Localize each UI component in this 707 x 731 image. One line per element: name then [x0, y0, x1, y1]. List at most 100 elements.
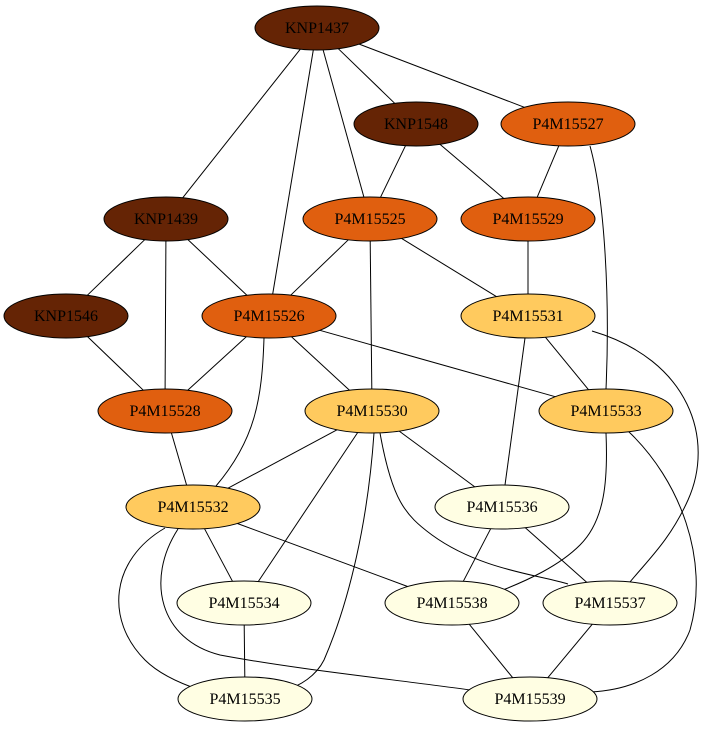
edge-knp1437-p4m15526 [272, 49, 314, 295]
node-shape [538, 388, 674, 434]
node-p4m15534: P4M15534 [176, 580, 312, 626]
node-label: KNP1439 [134, 211, 198, 228]
edge-p4m15530-p4m15535 [284, 432, 375, 691]
edge-knp1439-p4m15528 [164, 240, 167, 390]
node-p4m15537: P4M15537 [542, 580, 678, 626]
edge-p4m15530-p4m15537 [379, 432, 569, 585]
edge-p4m15532-p4m15538 [237, 523, 408, 587]
edge-p4m15537-p4m15539 [547, 623, 593, 679]
edge-knp1548-p4m15525 [380, 145, 406, 198]
edge-p4m15525-p4m15526 [290, 239, 349, 296]
edge-knp1439-knp1546 [86, 239, 146, 296]
node-label: P4M15539 [494, 691, 565, 708]
edge-knp1437-p4m15527 [359, 43, 525, 108]
edge-p4m15530-p4m15534 [257, 432, 359, 582]
edge-p4m15532-p4m15539 [160, 528, 471, 691]
edge-p4m15538-p4m15539 [468, 623, 514, 679]
edge-p4m15528-p4m15532 [170, 432, 188, 486]
node-shape [103, 196, 229, 242]
node-shape [125, 484, 261, 530]
node-label: P4M15531 [492, 308, 563, 325]
node-shape [201, 293, 337, 339]
edge-p4m15531-p4m15533 [545, 336, 589, 391]
node-knp1437: KNP1437 [254, 5, 380, 51]
node-p4m15526: P4M15526 [201, 293, 337, 339]
edge-p4m15530-p4m15536 [398, 430, 476, 488]
node-p4m15532: P4M15532 [125, 484, 261, 530]
edge-p4m15527-p4m15529 [536, 145, 560, 198]
node-shape [462, 676, 598, 722]
node-p4m15525: P4M15525 [302, 196, 438, 242]
edge-p4m15532-p4m15534 [204, 528, 233, 582]
node-label: P4M15525 [334, 211, 405, 228]
node-shape [302, 196, 438, 242]
node-p4m15533: P4M15533 [538, 388, 674, 434]
node-p4m15528: P4M15528 [97, 388, 233, 434]
node-knp1439: KNP1439 [103, 196, 229, 242]
node-label: P4M15528 [129, 403, 200, 420]
node-shape [254, 5, 380, 51]
edge-p4m15536-p4m15537 [524, 527, 588, 583]
node-label: P4M15529 [492, 211, 563, 228]
node-shape [304, 388, 440, 434]
edge-knp1437-p4m15525 [322, 49, 365, 198]
node-label: KNP1548 [384, 116, 448, 133]
edge-knp1437-knp1548 [337, 48, 396, 104]
edge-p4m15531-p4m15537 [591, 330, 699, 583]
node-label: P4M15526 [233, 308, 304, 325]
node-p4m15531: P4M15531 [460, 293, 596, 339]
edge-knp1548-p4m15529 [439, 143, 505, 199]
edge-layer [86, 43, 699, 693]
node-knp1548: KNP1548 [353, 101, 479, 147]
node-label: P4M15530 [336, 403, 407, 420]
edge-p4m15536-p4m15538 [462, 528, 492, 582]
node-label: KNP1437 [285, 20, 349, 37]
node-p4m15536: P4M15536 [434, 484, 570, 530]
node-shape [384, 580, 520, 626]
edge-p4m15530-p4m15532 [227, 429, 338, 489]
edge-p4m15533-p4m15538 [489, 432, 608, 596]
node-label: P4M15527 [532, 116, 603, 133]
node-label: P4M15533 [570, 403, 641, 420]
node-p4m15535: P4M15535 [177, 676, 313, 722]
node-p4m15539: P4M15539 [462, 676, 598, 722]
edge-p4m15531-p4m15536 [504, 337, 526, 486]
edge-p4m15525-p4m15531 [401, 237, 497, 298]
node-p4m15527: P4M15527 [500, 101, 636, 147]
node-p4m15538: P4M15538 [384, 580, 520, 626]
node-shape [97, 388, 233, 434]
edge-p4m15533-p4m15539 [589, 430, 697, 693]
edge-knp1546-p4m15528 [87, 336, 144, 391]
node-label: P4M15535 [209, 691, 280, 708]
node-shape [460, 196, 596, 242]
node-shape [460, 293, 596, 339]
node-label: P4M15532 [157, 499, 228, 516]
node-shape [542, 580, 678, 626]
node-shape [177, 676, 313, 722]
node-label: P4M15534 [208, 595, 279, 612]
edge-knp1437-knp1439 [182, 48, 301, 199]
edge-knp1439-p4m15526 [187, 239, 248, 296]
edge-p4m15526-p4m15528 [187, 336, 247, 391]
edge-p4m15526-p4m15532 [215, 337, 265, 487]
node-shape [500, 101, 636, 147]
node-shape [176, 580, 312, 626]
edge-p4m15534-p4m15535 [243, 624, 246, 678]
node-shape [3, 293, 129, 339]
node-label: KNP1546 [34, 308, 98, 325]
edge-p4m15532-p4m15535 [118, 527, 201, 691]
node-shape [353, 101, 479, 147]
edge-p4m15525-p4m15530 [369, 240, 373, 390]
node-p4m15529: P4M15529 [460, 196, 596, 242]
node-p4m15530: P4M15530 [304, 388, 440, 434]
node-label: P4M15537 [574, 595, 645, 612]
edge-p4m15526-p4m15530 [291, 336, 350, 391]
edge-p4m15526-p4m15533 [319, 329, 556, 398]
node-shape [434, 484, 570, 530]
edge-p4m15527-p4m15533 [589, 145, 608, 390]
node-label: P4M15538 [416, 595, 487, 612]
node-label: P4M15536 [466, 499, 537, 516]
node-knp1546: KNP1546 [3, 293, 129, 339]
